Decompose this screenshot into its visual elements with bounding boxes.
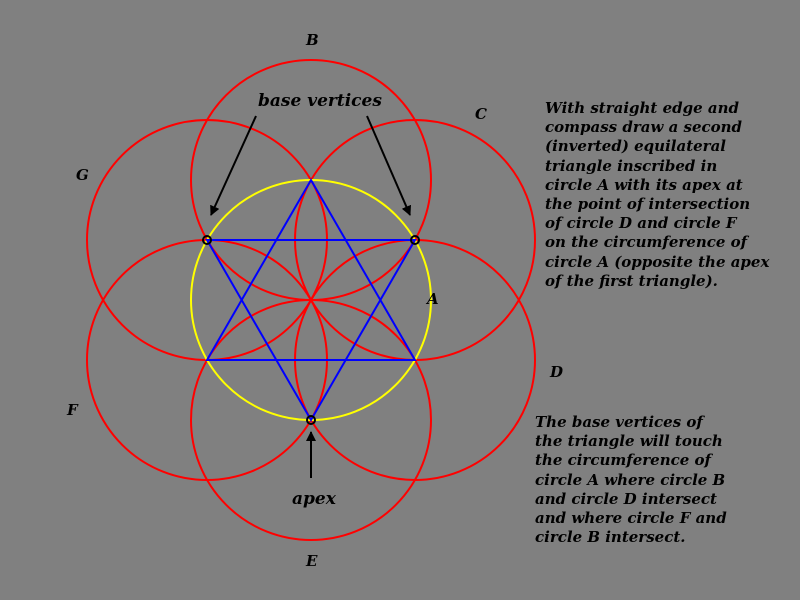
- base-vertex-right-arrow: [366, 115, 412, 216]
- base-vertices-label: base vertices: [258, 91, 382, 111]
- circle-label-e: E: [305, 552, 318, 570]
- arrows: [210, 115, 412, 478]
- triangles: [205, 178, 417, 422]
- base-vertex-left-marker: [202, 235, 212, 245]
- apex-marker: [306, 415, 316, 425]
- second-triangle: [205, 239, 417, 422]
- note-text: The base vertices of the triangle will t…: [535, 413, 727, 547]
- vertex-markers: [202, 235, 420, 425]
- base-vertex-right-marker: [410, 235, 420, 245]
- circle-label-a: A: [425, 290, 439, 308]
- instruction-text: With straight edge and compass draw a se…: [545, 99, 770, 290]
- circle-label-c: C: [475, 105, 487, 123]
- circle-label-b: B: [305, 31, 319, 49]
- base-vertex-left-arrow: [210, 115, 257, 216]
- apex-label: apex: [292, 489, 337, 509]
- circle-label-g: G: [76, 166, 89, 184]
- first-triangle: [205, 178, 417, 361]
- circle-label-f: F: [66, 401, 79, 419]
- circle-label-d: D: [549, 363, 563, 381]
